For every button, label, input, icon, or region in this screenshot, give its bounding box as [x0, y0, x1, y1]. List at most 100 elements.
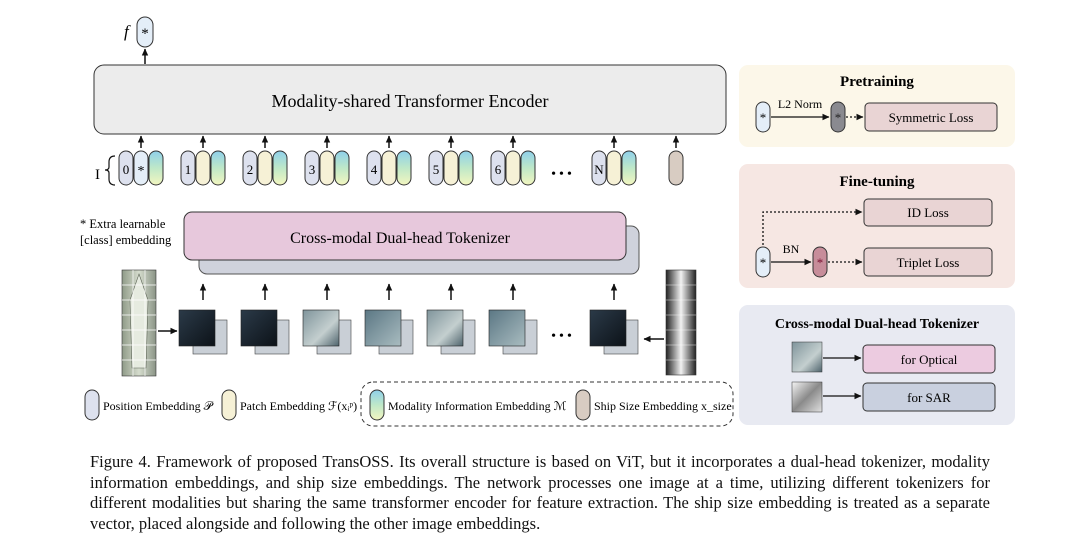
patch-image: [302, 309, 340, 347]
token-group-N: N: [591, 135, 637, 186]
modality-embedding-token: [272, 150, 288, 186]
token-row-brace: [104, 155, 116, 186]
pretraining-normalized-marker: *: [835, 110, 842, 125]
cdt-optical-image: [791, 341, 823, 373]
position-index-label: 3: [309, 162, 316, 177]
transformer-encoder-box: [93, 64, 727, 135]
class-note-line1: * Extra learnable: [80, 217, 166, 231]
token-group-6: 6: [490, 135, 536, 186]
patch-embedding-token: [443, 150, 459, 186]
token-group-2: 2: [242, 135, 288, 186]
modality-embedding-token: [334, 150, 350, 186]
token-group-0: 0*: [118, 135, 164, 186]
position-embedding-token: [366, 150, 382, 186]
class-note-line2: [class] embedding: [80, 233, 172, 247]
legend-patch-swatch: [221, 389, 237, 421]
for-optical-label: for Optical: [901, 352, 958, 367]
pretraining-feature-marker: *: [760, 110, 767, 125]
finetuning-feature-token: [755, 246, 771, 278]
modality-embedding-token: [210, 150, 226, 186]
position-embedding-token: [490, 150, 506, 186]
position-embedding-token: [180, 150, 196, 186]
position-index-label: 6: [495, 162, 502, 177]
legend-position-label: Position Embedding 𝒫: [103, 399, 214, 413]
image-patch: [589, 283, 639, 355]
optical-ship-image: [121, 269, 157, 377]
legend-ship-size-swatch: [575, 389, 591, 421]
patch-embedding-token: [381, 150, 397, 186]
image-patch: [488, 283, 538, 355]
modality-embedding-token: [458, 150, 474, 186]
patch-embedding-token: [505, 150, 521, 186]
position-index-label: 0: [123, 162, 130, 177]
cdt-title: Cross-modal Dual-head Tokenizer: [775, 317, 979, 332]
legend-modality-swatch: [369, 389, 385, 421]
sar-ship-image: [665, 269, 697, 376]
token-group-4: 4: [366, 135, 412, 186]
image-patch: [426, 283, 476, 355]
token-group-1: 1: [180, 135, 226, 186]
image-patch: [364, 283, 414, 355]
token-group-5: 5: [428, 135, 474, 186]
bn-label: BN: [783, 242, 800, 256]
finetuning-feature-marker: *: [760, 255, 767, 270]
modality-embedding-token: [396, 150, 412, 186]
token-row-symbol: I: [95, 167, 100, 183]
position-embedding-token: [304, 150, 320, 186]
bn-feature-marker: *: [817, 255, 824, 270]
patch-ellipsis: •••: [551, 329, 575, 344]
position-index-label: N: [594, 162, 604, 177]
patch-embedding-token: [257, 150, 273, 186]
patch-embedding-token: [606, 150, 622, 186]
pretraining-feature-token: [755, 101, 771, 133]
pretraining-title: Pretraining: [840, 74, 914, 90]
id-loss-label: ID Loss: [907, 205, 949, 220]
tokenizer-label: Cross-modal Dual-head Tokenizer: [290, 230, 511, 247]
patch-embedding-token: [319, 150, 335, 186]
triplet-loss-box: [863, 247, 993, 277]
figure-caption: Figure 4. Framework of proposed TransOSS…: [90, 452, 990, 533]
image-patch: [302, 283, 352, 355]
for-optical-box: [862, 344, 996, 374]
modality-embedding-token: [520, 150, 536, 186]
finetuning-title: Fine-tuning: [839, 174, 915, 190]
output-class-marker: *: [141, 26, 149, 42]
symmetric-loss-label: Symmetric Loss: [889, 110, 974, 125]
patch-image: [364, 309, 402, 347]
for-sar-label: for SAR: [907, 390, 951, 405]
position-index-label: 1: [185, 162, 192, 177]
bn-feature-token: [812, 246, 828, 278]
class-token: [133, 150, 149, 186]
position-embedding-token: [591, 150, 607, 186]
legend-patch-label: Patch Embedding ℱ(xᵢᵖ): [240, 399, 357, 413]
modality-embedding-token: [148, 150, 164, 186]
pretraining-normalized-token: [830, 101, 846, 133]
triplet-loss-label: Triplet Loss: [897, 255, 960, 270]
for-sar-box: [862, 382, 996, 412]
patch-image: [240, 309, 278, 347]
image-patch: [178, 283, 228, 355]
token-ellipsis: •••: [551, 167, 575, 182]
output-symbol: f: [124, 22, 131, 41]
class-token-marker: *: [138, 164, 145, 179]
patch-embedding-token: [195, 150, 211, 186]
framework-diagram: f * Modality-shared Transformer Encoder …: [80, 16, 1015, 427]
legend-position-swatch: [84, 389, 100, 421]
patch-image: [589, 309, 627, 347]
position-embedding-token: [428, 150, 444, 186]
pretraining-norm-label: L2 Norm: [778, 97, 823, 111]
id-loss-box: [863, 198, 993, 227]
transformer-encoder-label: Modality-shared Transformer Encoder: [272, 91, 549, 111]
position-embedding-token: [242, 150, 258, 186]
patch-image: [426, 309, 464, 347]
position-index-label: 4: [371, 162, 378, 177]
output-feature-token: [136, 16, 154, 48]
tokenizer-front-box: [183, 211, 627, 261]
ship-size-token: [668, 150, 684, 186]
token-group-3: 3: [304, 135, 350, 186]
modality-embedding-token: [621, 150, 637, 186]
id-loss-arrow: [762, 208, 863, 245]
patch-image: [178, 309, 216, 347]
position-index-label: 5: [433, 162, 440, 177]
